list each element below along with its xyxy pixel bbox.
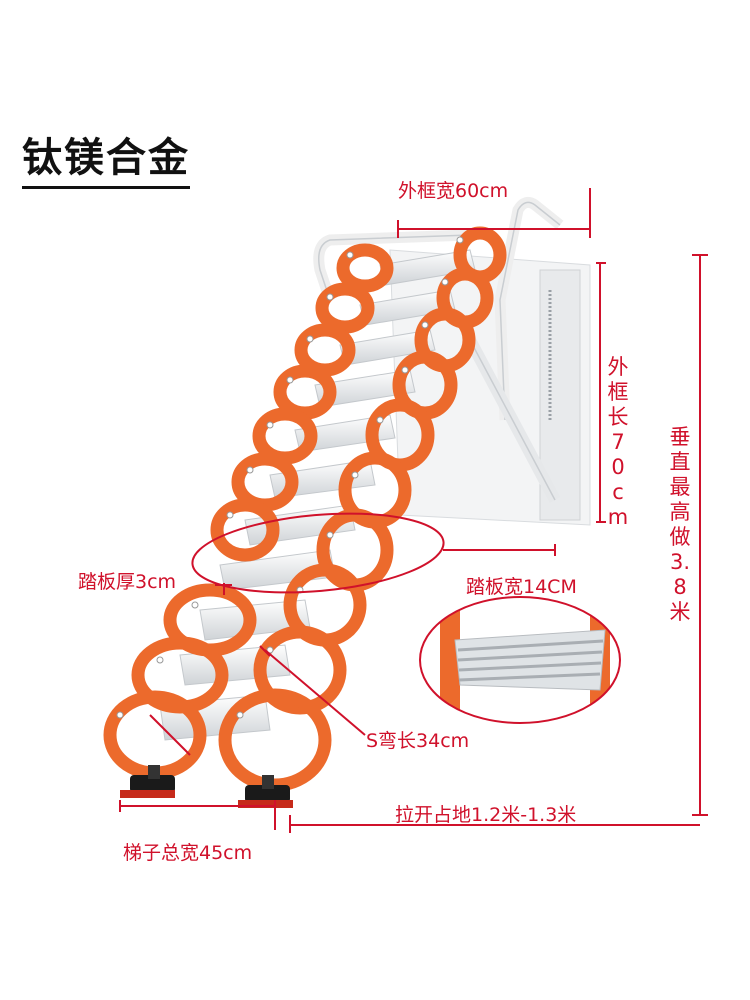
- ladder-total-width-label: 梯子总宽45cm: [123, 842, 253, 864]
- tread-thickness-label: 踏板厚3cm: [78, 571, 177, 593]
- s-bend-length-label: S弯长34cm: [366, 730, 470, 752]
- vertical-height-label: 垂直最高做3.8米: [669, 425, 691, 624]
- frame-width-label: 外框宽60cm: [398, 180, 509, 202]
- unfolded-footprint-label: 拉开占地1.2米-1.3米: [395, 804, 577, 826]
- ladder-feet: [120, 765, 293, 808]
- hinge-rivets: [116, 236, 464, 719]
- product-title: 钛镁合金: [22, 132, 190, 189]
- dimension-lines: [119, 188, 708, 833]
- tread-width-label: 踏板宽14CM: [466, 576, 577, 598]
- tread-detail-inset: [419, 596, 621, 724]
- frame-length-label: 外框长70cm: [607, 355, 629, 529]
